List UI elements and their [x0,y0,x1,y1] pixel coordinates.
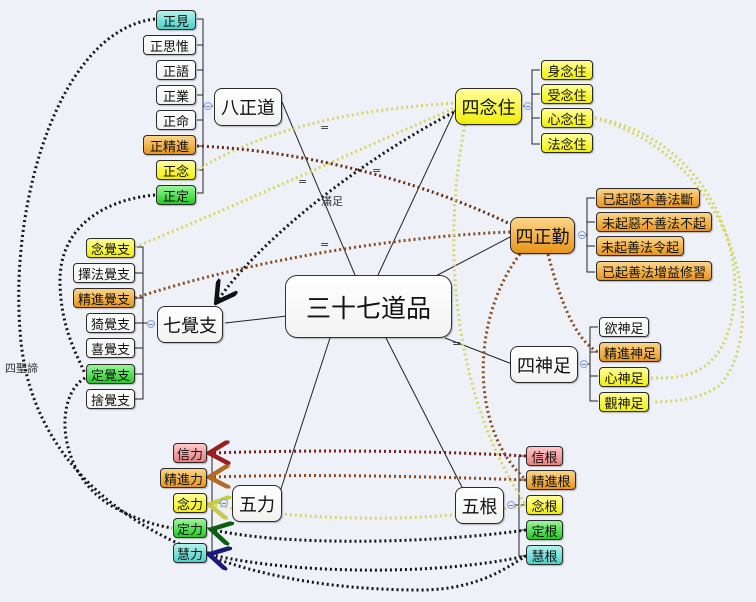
sishengdi-label: 四聖諦 [5,362,38,375]
link-center-qijuezhi [224,315,288,324]
collapse-toggle-sinianzhu[interactable] [524,102,532,110]
collapse-toggle-sizhengqin[interactable] [578,231,586,239]
link-center-bazhengdao [281,101,356,276]
equals-label-4: = [320,238,330,251]
collapse-toggle-wugen[interactable] [507,501,515,509]
node-sishenzu[interactable]: 四神足 [510,346,578,383]
link-jingjingen-jingjinli [212,476,527,480]
leaf-dingjuezhi[interactable]: 定覺支 [86,364,135,384]
leaf-shounianzhu[interactable]: 受念住 [541,84,593,104]
leaf-xinshenzu[interactable]: 心神足 [599,367,649,387]
leaf-jingjinli[interactable]: 精進力 [160,468,207,488]
link-zhengjingjin-sizhengqin [196,144,511,226]
leaf-huili[interactable]: 慧力 [173,543,207,563]
bracket-bazhengdao [197,18,213,194]
leaf-xinnianzhu[interactable]: 心念住 [541,108,593,128]
equals-label-1: = [320,121,330,134]
bracket-sishenzu [580,326,598,402]
leaf-yiqi-shan-zengyi[interactable]: 已起善法增益修習 [596,261,712,281]
leaf-guanshenzu[interactable]: 觀神足 [599,392,649,412]
link-huigen-huili [212,555,527,572]
link-center-sishenzu [444,337,513,365]
leaf-zhengjingjin[interactable]: 正精進 [143,135,196,155]
leaf-weiqi-shan-lingqi[interactable]: 未起善法令起 [596,236,684,256]
node-sinianzhu[interactable]: 四念住 [455,88,522,125]
link-zhengjian-huigen [17,17,527,592]
manzu-label: 滿足 [321,195,343,208]
link-sizhengqin-jingjinshenzu [546,253,599,354]
link-center-wuli [279,337,331,493]
link-center-wugen [385,337,467,496]
link-dinggen-dingli [214,530,527,541]
leaf-zhengnian[interactable]: 正念 [156,160,196,180]
link-xingen-xinli [212,451,527,456]
leaf-xingen[interactable]: 信根 [526,446,563,466]
leaf-jingjingen[interactable]: 精進根 [526,470,576,490]
collapse-toggle-sishenzu[interactable] [580,360,588,368]
collapse-toggle-bazhengdao[interactable] [204,102,212,110]
link-zhengding-dingjuezhi [58,193,156,375]
leaf-weiqi-e-buqi[interactable]: 未起惡不善法不起 [596,212,712,232]
leaf-huigen[interactable]: 慧根 [526,545,563,565]
bracket-sinianzhu [523,69,540,145]
node-wuli[interactable]: 五力 [232,485,282,522]
leaf-shejuezhi[interactable]: 捨覺支 [86,389,135,409]
leaf-yiqi-e-duan[interactable]: 已起惡不善法斷 [596,188,700,208]
center-node[interactable]: 三十七道品 [285,275,452,338]
leaf-zhengjian[interactable]: 正見 [156,10,196,30]
leaf-zefajuezhi[interactable]: 擇法覺支 [73,263,135,283]
leaf-jingjinshenzu[interactable]: 精進神足 [599,342,661,362]
link-xinnianzhu-xinshenzu [594,116,737,380]
leaf-xijuezhi[interactable]: 喜覺支 [86,338,135,358]
equals-label-3: = [372,164,382,177]
leaf-zhengming[interactable]: 正命 [156,110,196,130]
bracket-qijuezhi [135,246,155,400]
node-sizhengqin[interactable]: 四正勤 [510,217,575,254]
leaf-yushenzu[interactable]: 欲神足 [599,317,649,337]
leaf-nianli[interactable]: 念力 [173,493,207,513]
leaf-dingli[interactable]: 定力 [173,518,207,538]
link-nianjuezhi-sinianzhu [134,106,456,249]
leaf-zhengye[interactable]: 正業 [156,85,196,105]
link-center-sizhengqin [431,236,511,279]
leaf-xinli[interactable]: 信力 [173,443,207,463]
equals-label-5: = [452,337,462,350]
link-xinnianzhu-guanshenzu [594,116,744,404]
leaf-nianjuezhi[interactable]: 念覺支 [86,238,135,258]
link-sizhengqin-jingjingen [481,253,528,482]
bracket-wugen [508,455,526,557]
node-qijuezhi[interactable]: 七覺支 [157,306,223,343]
collapse-toggle-qijuezhi[interactable] [147,320,155,328]
link-sinianzhu-niangen [452,124,528,506]
collapse-toggle-wuli[interactable] [220,499,228,507]
leaf-yijuezhi[interactable]: 猗覺支 [86,313,135,333]
equals-label-2: = [298,175,308,188]
leaf-zhengyu[interactable]: 正語 [156,60,196,80]
leaf-niangen[interactable]: 念根 [526,495,563,515]
leaf-shennianzhu[interactable]: 身念住 [541,60,593,80]
leaf-dinggen[interactable]: 定根 [526,520,563,540]
leaf-zhengding[interactable]: 正定 [156,185,196,205]
bracket-sizhengqin [578,197,595,273]
link-jingjinjuezhi-sizhengqin [134,230,511,300]
leaf-zhengsiwei[interactable]: 正思惟 [143,35,196,55]
node-bazhengdao[interactable]: 八正道 [214,88,282,126]
leaf-jingjinjuezhi[interactable]: 精進覺支 [73,288,135,308]
link-zhengnian-sinianzhu [196,101,456,172]
node-wugen[interactable]: 五根 [455,487,504,524]
leaf-fanianzhu[interactable]: 法念住 [541,133,593,153]
link-center-sinianzhu [377,109,456,276]
